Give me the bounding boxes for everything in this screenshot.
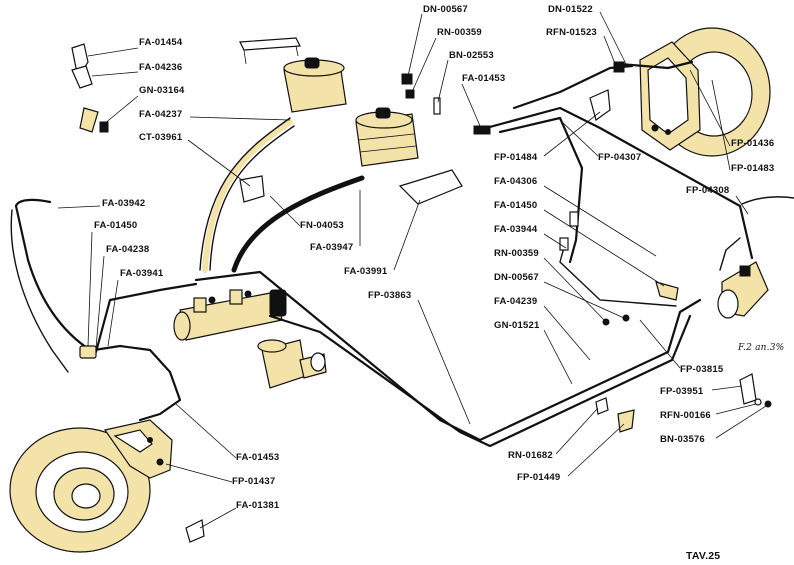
handwritten-note: F.2 an.3% — [737, 343, 784, 353]
label-gn03164: GN-03164 — [139, 85, 185, 96]
label-fa01381: FA-01381 — [236, 500, 280, 511]
label-fp01449: FP-01449 — [517, 472, 560, 483]
label-fp03863: FP-03863 — [368, 290, 411, 301]
label-fp04308: FP-04308 — [686, 185, 729, 196]
label-rfn01523: RFN-01523 — [546, 27, 597, 38]
label-rfn00166: RFN-00166 — [660, 410, 711, 421]
label-ct03961: CT-03961 — [139, 132, 183, 143]
label-fa04239: FA-04239 — [494, 296, 537, 307]
label-dn00567-top: DN-00567 — [423, 4, 468, 15]
label-fp01483: FP-01483 — [731, 163, 774, 174]
label-bn03576: BN-03576 — [660, 434, 705, 445]
label-fa03947: FA-03947 — [310, 242, 353, 253]
label-rn00359-mid: RN-00359 — [494, 248, 539, 259]
label-fp04307: FP-04307 — [598, 152, 641, 163]
label-fp03951: FP-03951 — [660, 386, 704, 397]
label-bn02553: BN-02553 — [449, 50, 494, 61]
clutch-master-cylinder — [257, 339, 327, 389]
label-dn00567-mid: DN-00567 — [494, 272, 539, 283]
fluid-reservoir-lower — [355, 107, 419, 167]
fittings — [71, 43, 772, 543]
label-dn01522: DN-01522 — [548, 4, 593, 15]
label-fn04053: FN-04053 — [300, 220, 344, 231]
label-fa03941: FA-03941 — [120, 268, 164, 279]
label-fa04237: FA-04237 — [139, 109, 182, 120]
brake-lines — [10, 60, 794, 448]
label-rn00359-top: RN-00359 — [437, 27, 482, 38]
front-brake-disc-left — [9, 419, 173, 553]
label-fp01484: FP-01484 — [494, 152, 538, 163]
label-fa01450-left: FA-01450 — [94, 220, 137, 231]
label-fa04306: FA-04306 — [494, 176, 537, 187]
fluid-reservoir-upper — [239, 37, 347, 113]
label-rn01682: RN-01682 — [508, 450, 553, 461]
label-fa03991: FA-03991 — [344, 266, 388, 277]
reservoir-hose-left — [202, 119, 293, 273]
label-fa03942: FA-03942 — [102, 198, 145, 209]
reservoir-hose-right — [231, 175, 365, 273]
label-fa01450-right: FA-01450 — [494, 200, 537, 211]
label-fa03944: FA-03944 — [494, 224, 538, 235]
rear-brake-caliper — [717, 261, 769, 319]
label-gn01521: GN-01521 — [494, 320, 540, 331]
label-fp01437: FP-01437 — [232, 476, 275, 487]
label-fa01454: FA-01454 — [139, 37, 183, 48]
label-fa01453-top: FA-01453 — [462, 73, 505, 84]
label-fp01436: FP-01436 — [731, 138, 774, 149]
label-fa04236: FA-04236 — [139, 62, 182, 73]
front-brake-disc-right — [639, 27, 771, 157]
label-fa01453-bottom: FA-01453 — [236, 452, 279, 463]
brake-master-cylinder — [173, 289, 287, 341]
label-fa04238: FA-04238 — [106, 244, 149, 255]
plate-number: TAV.25 — [686, 550, 720, 562]
label-fp03815: FP-03815 — [680, 364, 724, 375]
part-labels: FA-01454 FA-04236 GN-03164 FA-04237 CT-0… — [57, 4, 784, 562]
